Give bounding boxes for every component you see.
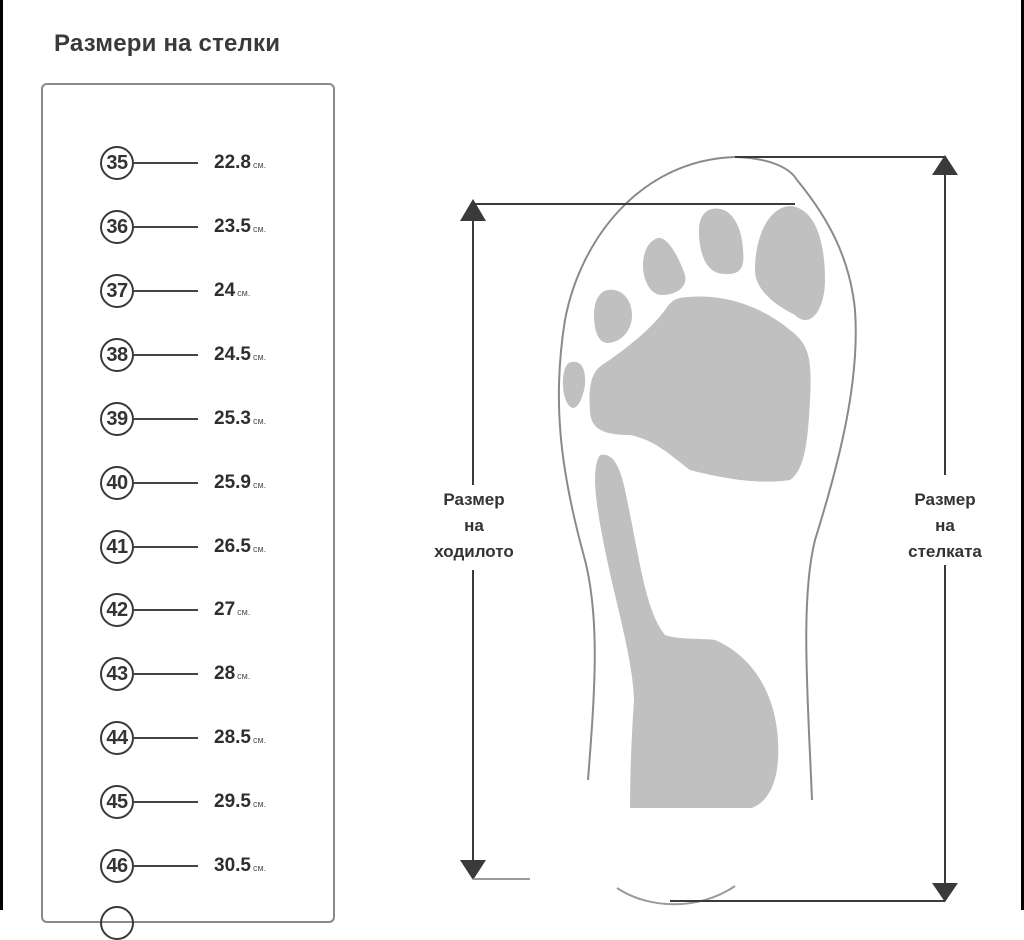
label-line: на — [464, 516, 484, 535]
label-line: Размер — [443, 490, 505, 509]
page-title: Размери на стелки — [54, 30, 281, 57]
size-badge: 45 — [100, 785, 134, 819]
connector-line — [134, 226, 198, 228]
connector-line — [134, 354, 198, 356]
arrow-down-icon — [460, 860, 486, 880]
size-badge: 36 — [100, 210, 134, 244]
size-badge-partial — [100, 906, 134, 940]
connector-line — [134, 737, 198, 739]
connector-line — [134, 162, 198, 164]
label-line: Размер — [914, 490, 976, 509]
connector-line — [134, 418, 198, 420]
forefoot-pad — [589, 296, 811, 482]
size-badge: 46 — [100, 849, 134, 883]
arch-heel-pad — [595, 454, 779, 808]
size-badge: 44 — [100, 721, 134, 755]
size-badge: 42 — [100, 593, 134, 627]
toe-2 — [698, 208, 744, 275]
size-badge: 38 — [100, 338, 134, 372]
foot-size-label: Размер на ходилото — [418, 487, 530, 565]
size-badge: 39 — [100, 402, 134, 436]
size-badge: 40 — [100, 466, 134, 500]
left-edge-border — [0, 0, 3, 910]
connector-line — [134, 609, 198, 611]
size-badge: 35 — [100, 146, 134, 180]
connector-line — [134, 546, 198, 548]
connector-line — [134, 673, 198, 675]
size-badge: 43 — [100, 657, 134, 691]
label-line: на — [935, 516, 955, 535]
right-edge-border — [1021, 0, 1024, 910]
connector-line — [134, 482, 198, 484]
toe-3 — [643, 237, 686, 295]
insole-size-label: Размер на стелката — [890, 487, 1000, 565]
arrow-up-icon — [460, 199, 486, 221]
connector-line — [134, 801, 198, 803]
toe-5 — [562, 361, 586, 408]
connector-line — [134, 865, 198, 867]
arrow-up-icon — [932, 155, 958, 175]
toe-4 — [594, 289, 632, 343]
size-badge: 41 — [100, 530, 134, 564]
label-line: ходилото — [434, 542, 514, 561]
label-line: стелката — [908, 542, 982, 561]
size-badge: 37 — [100, 274, 134, 308]
big-toe — [755, 205, 825, 321]
connector-line — [134, 290, 198, 292]
arrow-down-icon — [932, 883, 958, 902]
insole-diagram — [460, 155, 958, 906]
